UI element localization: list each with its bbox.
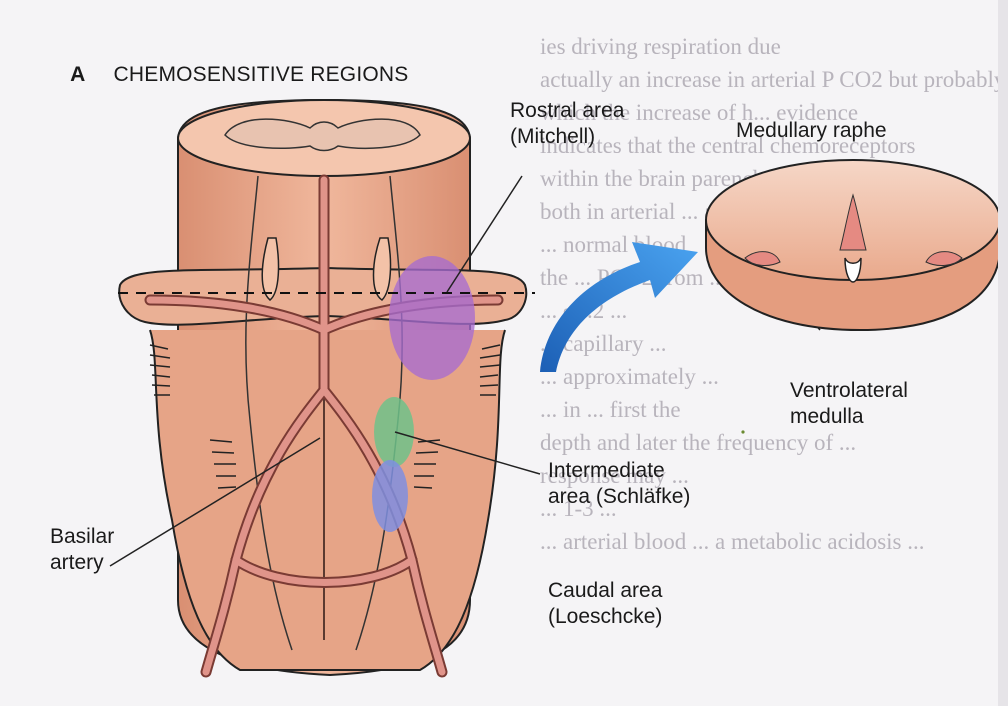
label-rostral-area: Rostral area (Mitchell) — [510, 98, 624, 150]
label-medullary-raphe: Medullary raphe — [736, 118, 887, 144]
panel-letter: A — [70, 63, 85, 86]
figure-title: A CHEMOSENSITIVE REGIONS — [46, 36, 408, 114]
label-intermediate-area: Intermediate area (Schläfke) — [548, 458, 690, 510]
section-arrow — [540, 242, 698, 372]
label-basilar-artery: Basilar artery — [50, 524, 114, 576]
medulla-cross-section — [706, 160, 1000, 330]
label-caudal-area: Caudal area (Loeschcke) — [548, 578, 662, 630]
caudal-area-region — [372, 460, 408, 532]
page-edge — [998, 0, 1008, 706]
title-text: CHEMOSENSITIVE REGIONS — [114, 63, 409, 86]
label-ventrolateral-medulla: Ventrolateral medulla — [790, 378, 908, 430]
intermediate-area-region — [374, 397, 414, 467]
rostral-area-region — [389, 256, 475, 380]
